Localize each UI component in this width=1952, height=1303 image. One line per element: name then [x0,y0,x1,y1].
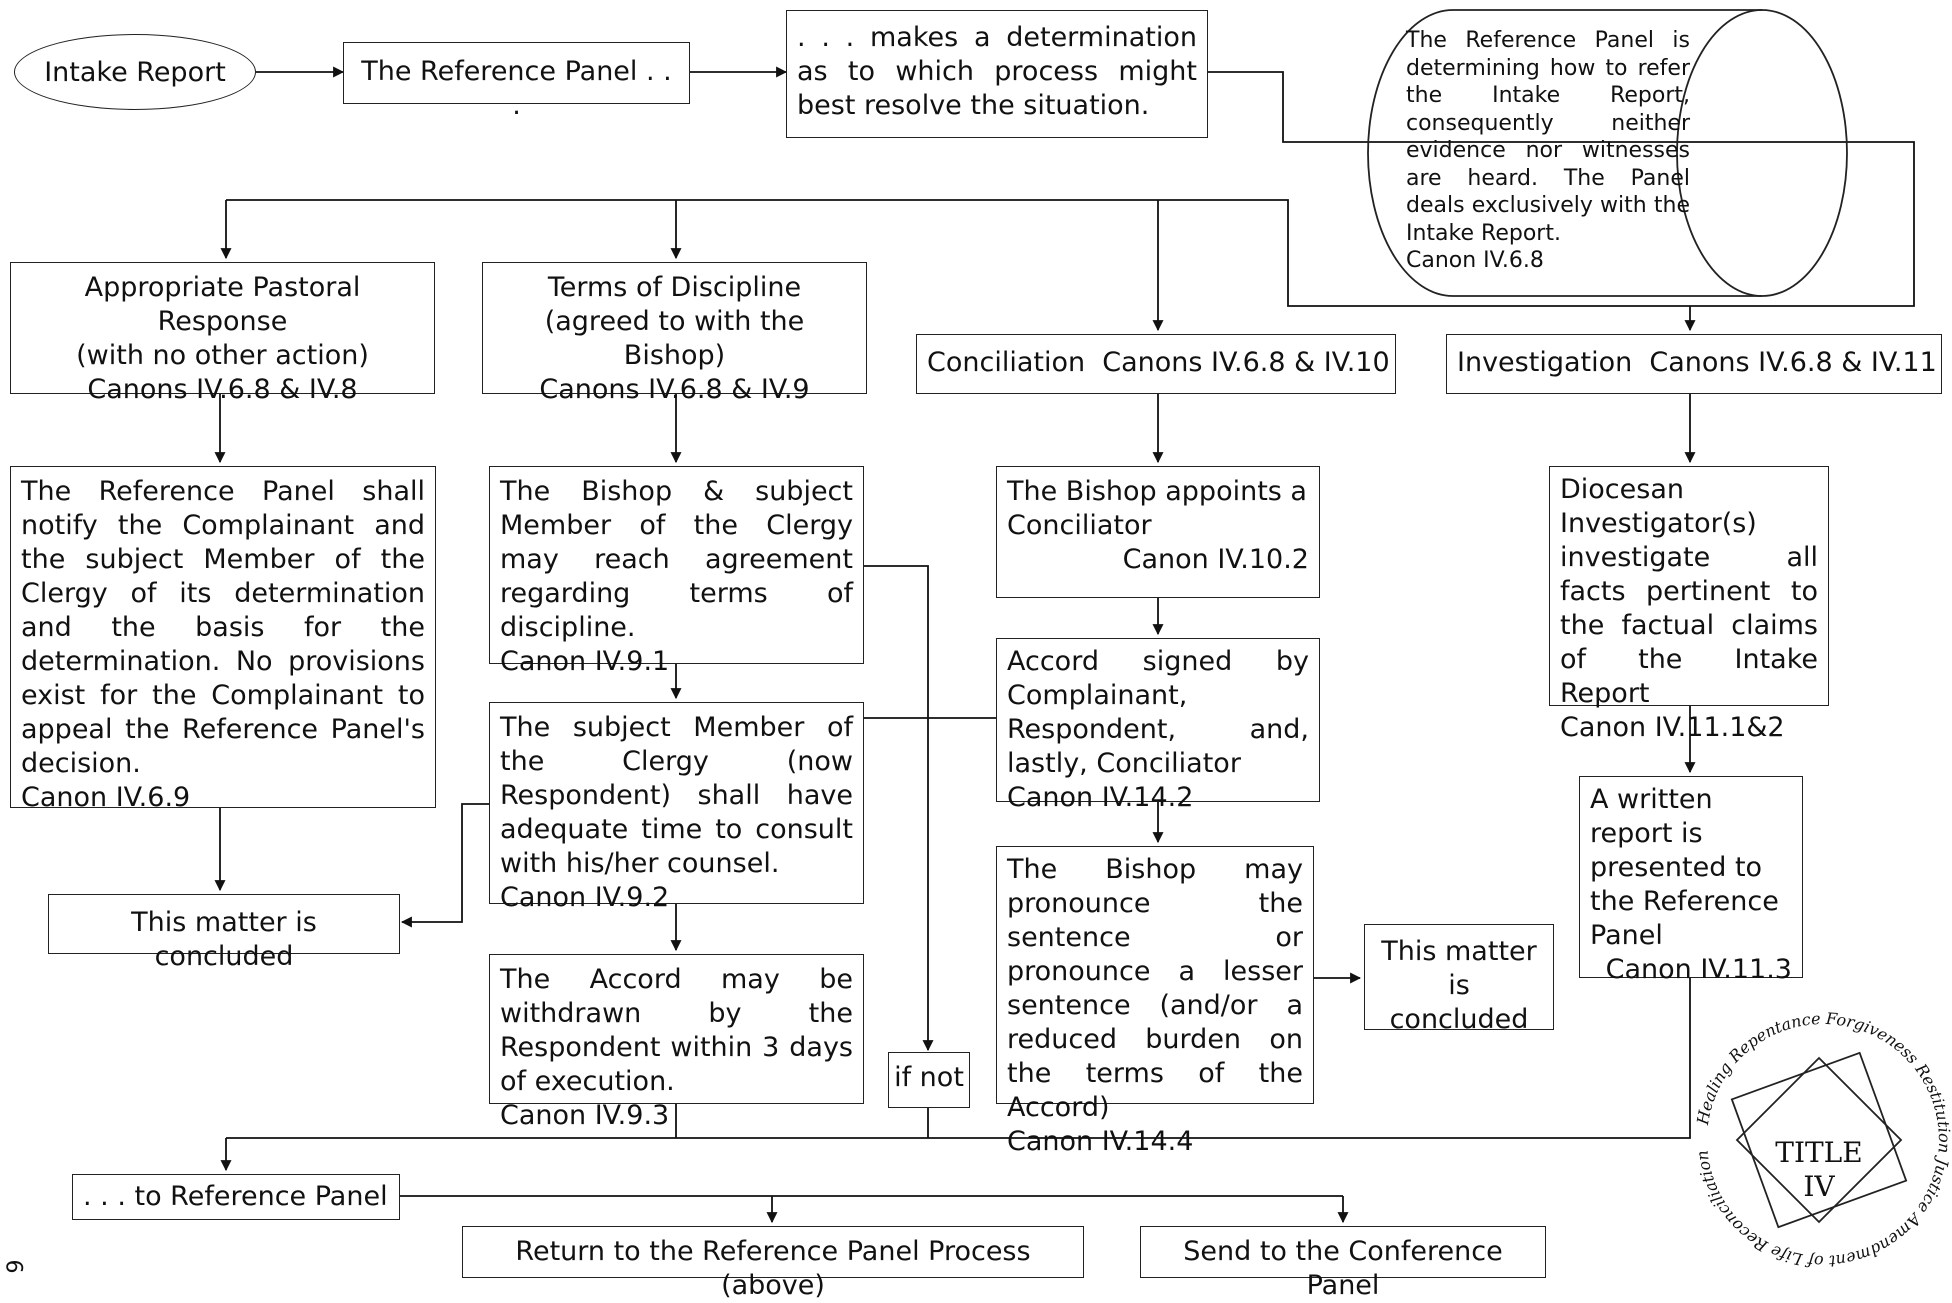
appoint-box: The Bishop appoints a Conciliator Canon … [996,466,1320,598]
appoint-text: The Bishop appoints a Conciliator [1007,476,1307,541]
line-determination-to-note [1208,71,1385,143]
collector-line [226,978,1691,1139]
accord-text: Accord signed by Complainant, Respondent… [1007,646,1309,779]
notify-box: The Reference Panel shall notify the Com… [10,466,436,813]
consult-cite: Canon IV.9.2 [500,882,670,913]
notify-cite: Canon IV.6.9 [21,782,191,813]
sentence-cite: Canon IV.14.4 [1007,1126,1194,1157]
terms-title: Terms of Discipline [547,272,802,303]
terms-sub: (agreed to with the Bishop) [544,306,805,371]
conciliation-box: Conciliation Canons IV.6.8 & IV.10 [916,334,1396,394]
sentence-box: The Bishop may pronounce the sentence or… [996,846,1314,1157]
seal-title: TITLE [1775,1136,1862,1169]
pastoral-sub: (with no other action) [76,340,369,371]
note-cite: Canon IV.6.8 [1406,248,1544,273]
investigate-text: Diocesan Investigator(s) investigate all… [1560,474,1818,709]
note-text-block: The Reference Panel is determining how t… [1406,27,1690,275]
appoint-cite: Canon IV.10.2 [1122,544,1309,575]
return-to-panel-box: Return to the Reference Panel Process (a… [462,1226,1084,1301]
report-text: A written report is presented to the Ref… [1590,784,1779,951]
agreement-box: The Bishop & subject Member of the Clerg… [489,466,864,677]
if-not-box: if not [888,1052,970,1108]
report-cite: Canon IV.11.3 [1605,954,1792,985]
determination-box: . . . makes a determination as to which … [786,10,1208,138]
report-box: A written report is presented to the Ref… [1579,776,1803,985]
accord-cite: Canon IV.14.2 [1007,782,1194,813]
distribution-line [226,141,1915,307]
agreement-text: The Bishop & subject Member of the Clerg… [500,476,853,643]
pastoral-title: Appropriate Pastoral Response [84,272,361,337]
to-reference-panel-box: . . . to Reference Panel [72,1174,400,1220]
seal-numeral: IV [1803,1170,1835,1203]
investigate-box: Diocesan Investigator(s) investigate all… [1549,466,1829,743]
withdraw-text: The Accord may be withdrawn by the Respo… [500,964,853,1097]
pastoral-response-box: Appropriate Pastoral Response (with no o… [10,262,435,405]
page-number: 6 [0,1259,26,1274]
note-text: The Reference Panel is determining how t… [1406,28,1690,246]
title-iv-seal: Healing Repentance Forgiveness Restituti… [1692,1009,1952,1271]
investigation-box: Investigation Canons IV.6.8 & IV.11 [1446,334,1942,394]
note-cylinder [1367,9,1848,297]
consult-box: The subject Member of the Clergy (now Re… [489,702,864,913]
sentence-text: The Bishop may pronounce the sentence or… [1007,854,1303,1123]
reference-panel-box: The Reference Panel . . . [343,42,690,121]
consult-text: The subject Member of the Clergy (now Re… [500,712,853,879]
pastoral-cite: Canons IV.6.8 & IV.8 [87,374,358,405]
arrow-agree-to-ifnot [864,565,934,1052]
terms-of-discipline-box: Terms of Discipline (agreed to with the … [482,262,867,405]
terms-cite: Canons IV.6.8 & IV.9 [539,374,810,405]
arrow-consult-to-concluded [400,803,489,928]
withdraw-box: The Accord may be withdrawn by the Respo… [489,954,864,1131]
pastoral-concluded-box: This matter is concluded [48,894,400,972]
agreement-cite: Canon IV.9.1 [500,646,670,677]
notify-text: The Reference Panel shall notify the Com… [21,476,425,779]
withdraw-cite: Canon IV.9.3 [500,1100,670,1131]
accord-box: Accord signed by Complainant, Respondent… [996,638,1320,813]
conciliation-concluded-box: This matter is concluded [1364,924,1554,1035]
conference-panel-box: Send to the Conference Panel [1140,1226,1546,1301]
investigate-cite: Canon IV.11.1&2 [1560,712,1785,743]
intake-report-start: Intake Report [14,34,256,110]
